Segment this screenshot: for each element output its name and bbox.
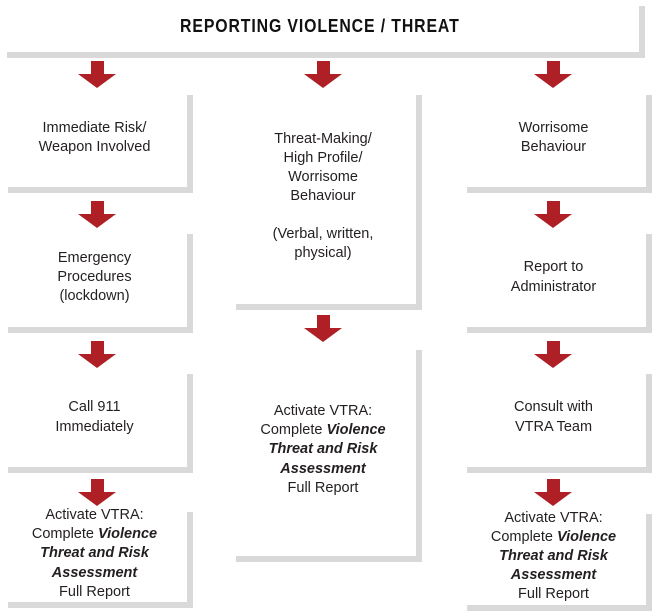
- arrow-stem: [546, 479, 560, 492]
- step-text: Worrisome Behaviour: [518, 119, 589, 155]
- step-text: Report to Administrator: [510, 259, 597, 295]
- arrow-stem: [546, 201, 560, 214]
- vtra-complete-line: Complete Violence Threat and Risk Assess…: [490, 528, 617, 584]
- vtra-complete-line: Complete Violence Threat and Risk Assess…: [31, 526, 158, 581]
- vtra-intro: Activate VTRA:: [45, 507, 144, 524]
- step-activate-vtra-middle: Activate VTRA: Complete Violence Threat a…: [230, 344, 416, 556]
- step-immediate-risk: Immediate Risk/ Weapon Involved: [2, 89, 187, 187]
- vtra-step-text: Activate VTRA: Complete Violence Threat a…: [247, 402, 399, 498]
- down-arrow-icon: [304, 61, 342, 88]
- arrow-stem: [546, 61, 560, 74]
- step-text: Immediate Risk/ Weapon Involved: [38, 119, 151, 155]
- step-text: Consult with VTRA Team: [514, 399, 593, 435]
- down-arrow-icon: [304, 315, 342, 342]
- arrow-stem: [90, 61, 104, 74]
- vtra-intro: Activate VTRA:: [273, 403, 373, 420]
- arrow-stem: [90, 479, 104, 492]
- arrow-head: [534, 214, 572, 228]
- step-text: Threat-Making/ High Profile/ Worrisome B…: [272, 130, 374, 262]
- arrow-stem: [316, 315, 330, 328]
- down-arrow-icon: [78, 61, 116, 88]
- step-threat-making: Threat-Making/ High Profile/ Worrisome B…: [230, 89, 416, 304]
- arrow-stem: [90, 341, 104, 354]
- arrow-head: [78, 214, 116, 228]
- arrow-head: [78, 492, 116, 506]
- step-text: Call 911 Immediately: [55, 399, 134, 435]
- step-report-to-administrator: Report to Administrator: [461, 228, 646, 327]
- step-worrisome-behaviour: Worrisome Behaviour: [461, 89, 646, 187]
- title-bar: REPORTING VIOLENCE / THREAT: [1, 0, 639, 52]
- step-consult-vtra-team: Consult with VTRA Team: [461, 368, 646, 467]
- step-call-911: Call 911 Immediately: [2, 368, 187, 467]
- vtra-intro: Activate VTRA:: [504, 509, 603, 526]
- vtra-step-text: Activate VTRA: Complete Violence Threat a…: [478, 509, 630, 605]
- vtra-report: Full Report: [287, 479, 359, 496]
- down-arrow-icon: [78, 201, 116, 228]
- step-emergency-procedures: Emergency Procedures (lockdown): [2, 228, 187, 327]
- vtra-complete-line: Complete Violence Threat and Risk Assess…: [260, 422, 386, 477]
- step-activate-vtra-right: Activate VTRA: Complete Violence Threat a…: [461, 508, 646, 605]
- arrow-stem: [90, 201, 104, 214]
- vtra-report: Full Report: [518, 586, 589, 603]
- step-activate-vtra-left: Activate VTRA: Complete Violence Threat a…: [2, 506, 187, 602]
- down-arrow-icon: [534, 201, 572, 228]
- down-arrow-icon: [534, 341, 572, 368]
- down-arrow-icon: [534, 479, 572, 506]
- arrow-head: [78, 74, 116, 88]
- down-arrow-icon: [78, 341, 116, 368]
- vtra-report: Full Report: [59, 583, 130, 600]
- arrow-head: [534, 74, 572, 88]
- arrow-head: [534, 492, 572, 506]
- vtra-step-text: Activate VTRA: Complete Violence Threat a…: [19, 506, 171, 602]
- arrow-head: [304, 74, 342, 88]
- page-title: REPORTING VIOLENCE / THREAT: [180, 15, 460, 36]
- arrow-head: [78, 354, 116, 368]
- down-arrow-icon: [78, 479, 116, 506]
- arrow-stem: [546, 341, 560, 354]
- down-arrow-icon: [534, 61, 572, 88]
- vtra-assessment: Violence Threat and Risk Assessment: [499, 528, 617, 584]
- arrow-head: [304, 328, 342, 342]
- vtra-assessment: Violence Threat and Risk Assessment: [268, 422, 386, 477]
- arrow-stem: [316, 61, 330, 74]
- vtra-assessment: Violence Threat and Risk Assessment: [40, 526, 158, 581]
- step-text: Emergency Procedures (lockdown): [57, 249, 132, 305]
- arrow-head: [534, 354, 572, 368]
